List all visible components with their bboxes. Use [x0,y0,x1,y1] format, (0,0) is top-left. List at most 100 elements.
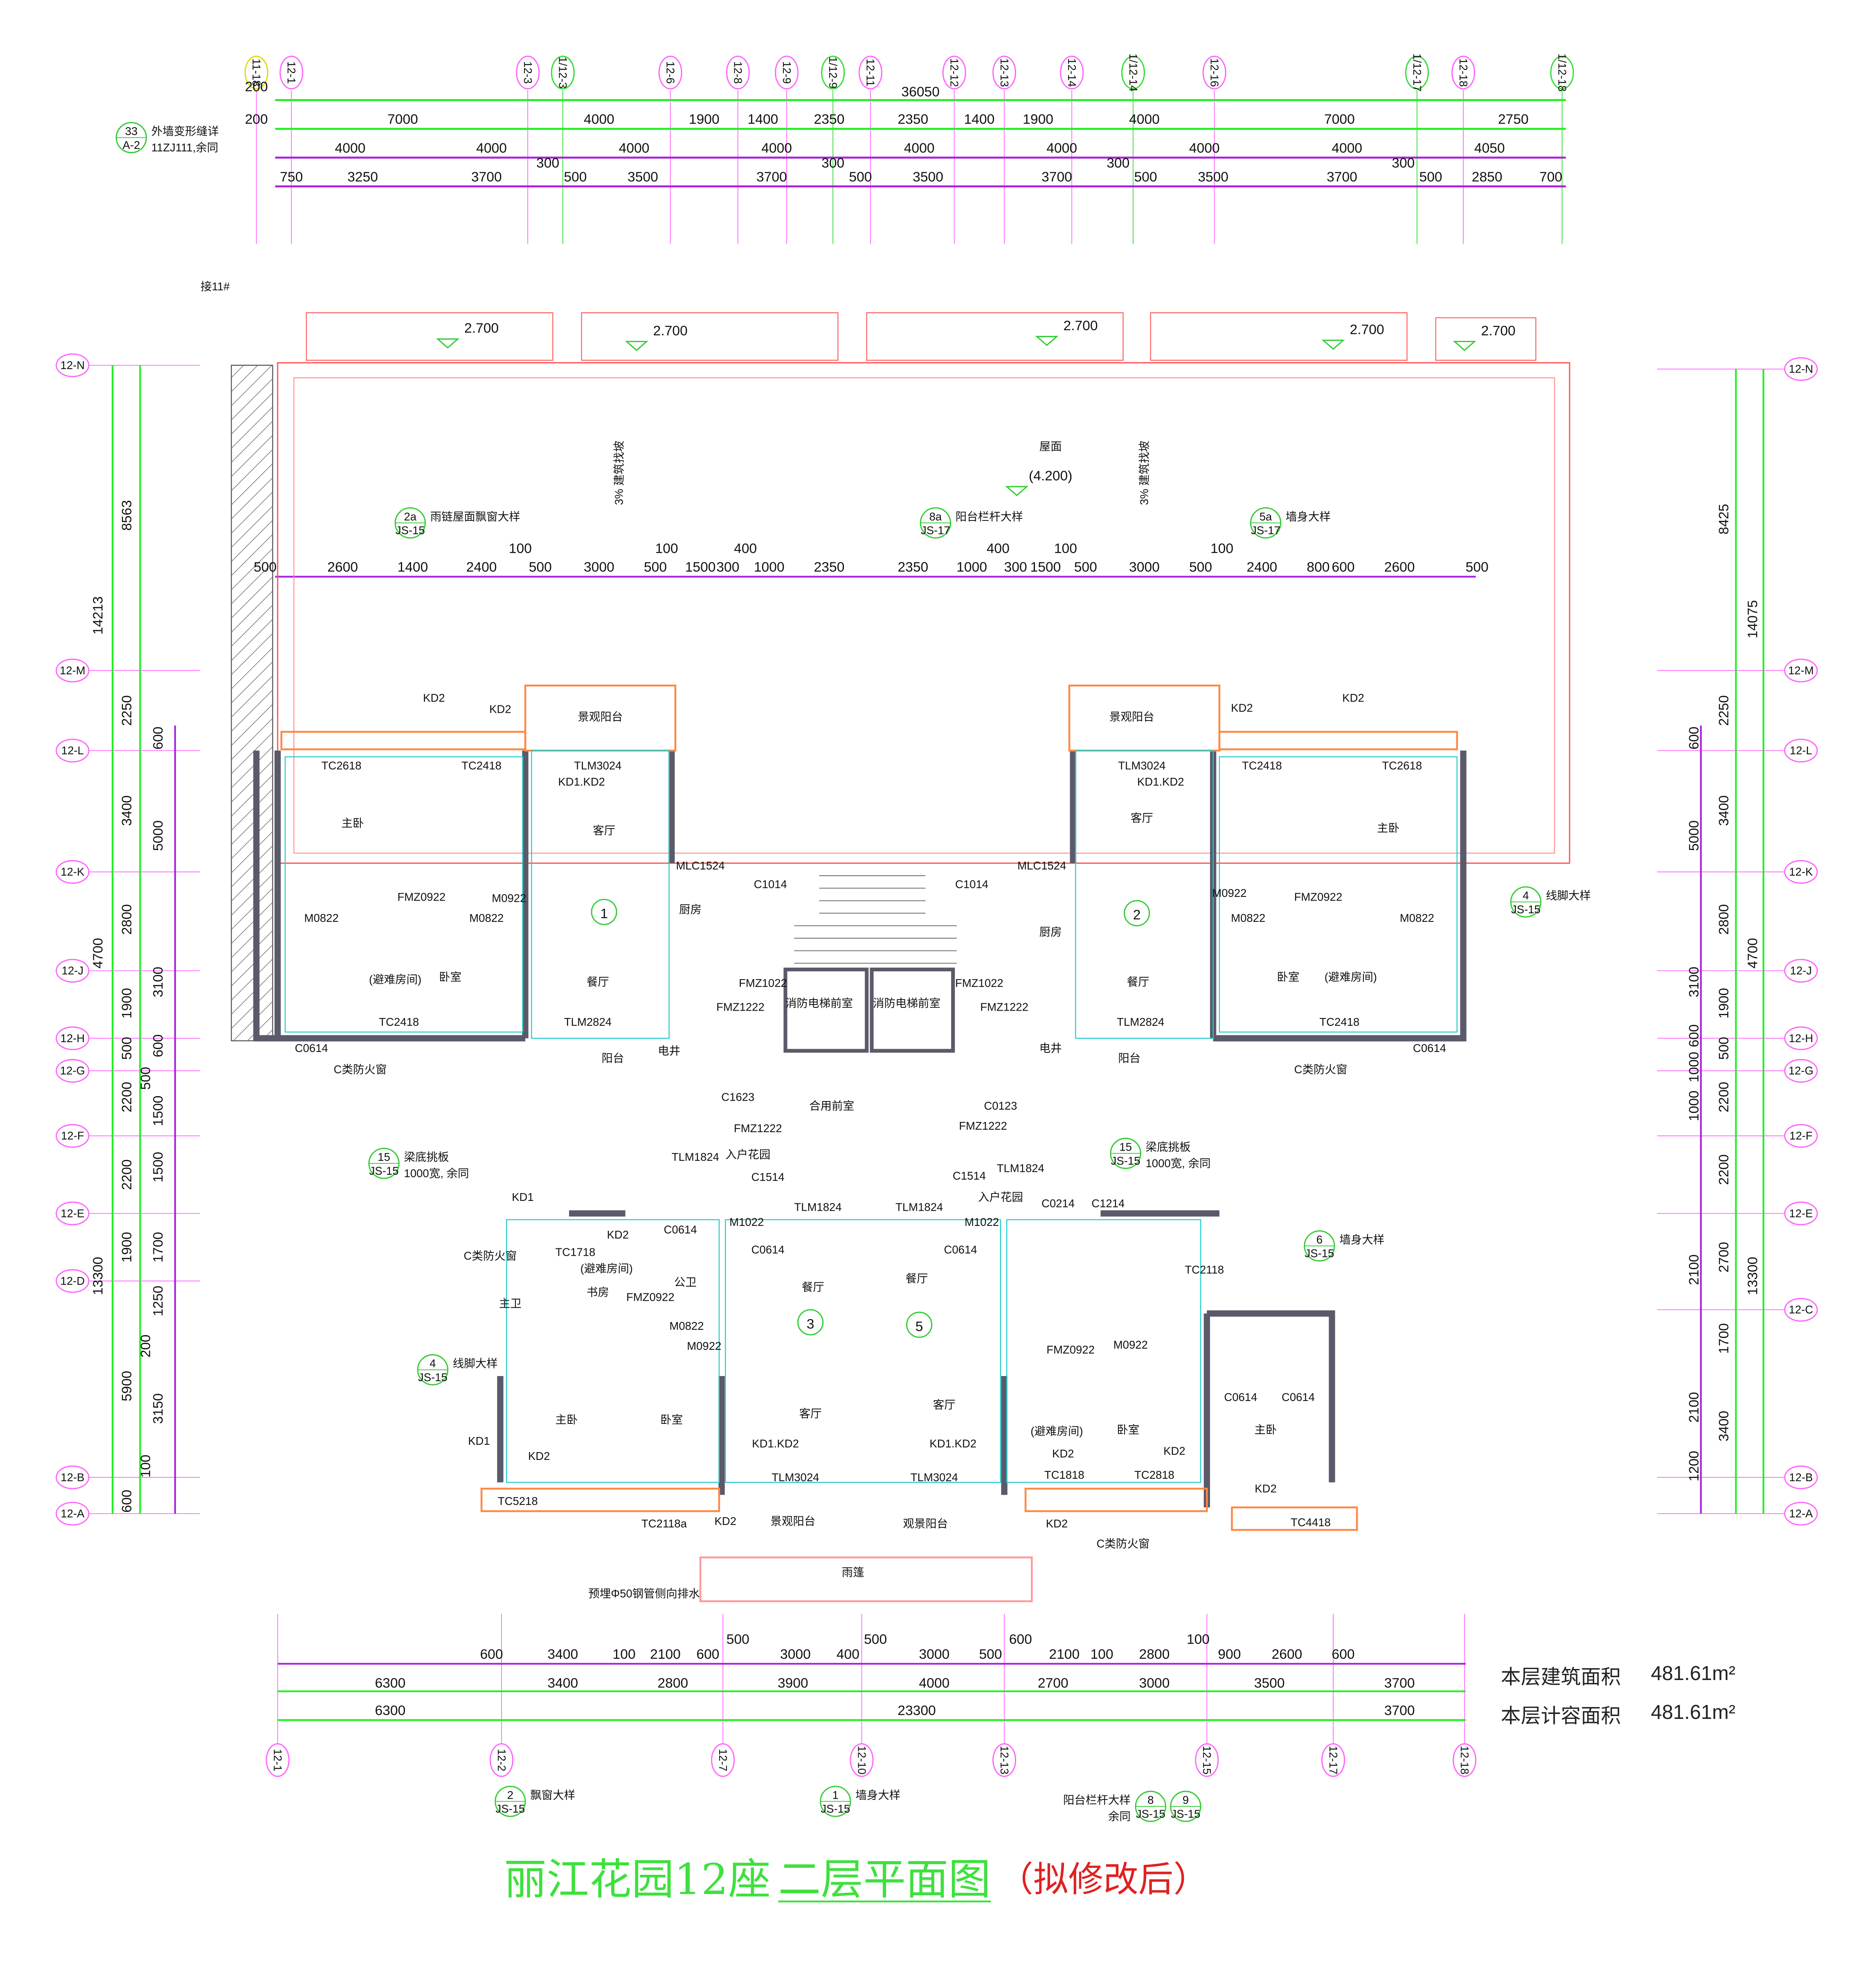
left-dimension-text: 2250 [119,695,135,726]
dimension-text: 500 [1419,169,1442,185]
dimension-text: 4000 [619,141,650,156]
room-label: 阳台 [602,1052,624,1065]
axis-label: 12-D [61,1275,85,1287]
axis-label: 12-H [61,1032,85,1045]
axis-bubble [1784,357,1818,381]
roof-dimension-text: 2350 [898,560,928,575]
component-code: FMZ1222 [980,1000,1028,1013]
component-code: KD2 [1342,691,1364,704]
note-text: 预埋Φ50钢管侧向排水 [588,1587,700,1600]
right-dimension-text: 2100 [1687,1255,1702,1285]
axis-label: 12-17 [1327,1746,1340,1774]
left-dimension-text: 1500 [151,1095,166,1126]
dimension-text: 300 [536,156,559,171]
detail-callout-sheet: JS-15 [821,1802,850,1815]
component-code: TLM1824 [672,1151,719,1163]
component-code: KD2 [1255,1482,1277,1495]
bottom-dimension-text: 2700 [1038,1676,1068,1691]
bottom-dimension-text: 2800 [657,1676,688,1691]
dimension-text: 500 [564,169,587,185]
axis-label: 12-8 [732,61,745,84]
room-label: 入户花园 [725,1148,770,1161]
note-text: C类防火窗 [1294,1063,1347,1076]
axis-label: 12-7 [717,1749,729,1771]
component-code: M0822 [304,912,339,924]
component-code: C0614 [295,1042,328,1054]
unit-number: 5 [916,1319,923,1334]
axis-bubble [56,860,90,884]
right-dimension-text: 1900 [1716,988,1732,1019]
roof-dimension-text: 100 [655,541,678,556]
room-label: 卧室 [1277,971,1300,983]
dimension-text: 4050 [1474,141,1505,156]
dimension-text: 200 [245,112,268,127]
component-code: MLC1524 [1017,859,1066,872]
left-dimension-text: 1700 [151,1232,166,1263]
dimension-text: 4000 [1129,112,1160,127]
elevation-mark: 2.700 [1350,322,1384,337]
room-label: 消防电梯前室 [785,997,853,1009]
dimension-text: 7000 [1324,112,1355,127]
axis-label: 12-J [1790,964,1812,977]
bottom-dimension-text: 6300 [375,1676,405,1691]
wall [1207,1310,1335,1482]
note-text: 接11# [200,280,230,293]
component-code: FMZ1022 [739,977,787,989]
component-code: C0614 [1282,1391,1315,1403]
drawing-title: 丽江花园12座 [504,1855,771,1904]
detail-callout-text: 11ZJ111,余同 [151,141,218,154]
dimension-text: 300 [1107,156,1129,171]
roof-dimension-text: 1500 [1030,560,1061,575]
dimension-text: 4000 [761,141,792,156]
detail-callout-sheet: JS-15 [396,524,425,536]
canopy [699,1556,1033,1602]
bottom-dimension-text: 100 [1090,1647,1113,1662]
axis-label: 12-11 [864,59,877,86]
room-label: 客厅 [933,1399,956,1411]
right-dimension-text: 4700 [1746,938,1761,968]
axis-label: 12-L [61,744,84,757]
bay-window [1231,1506,1358,1531]
component-code: M0822 [669,1320,704,1332]
dimension-text: 7000 [387,112,418,127]
axis-label: 12-B [61,1471,84,1484]
axis-bubble [1784,1502,1818,1526]
bottom-dimension-text: 2600 [1272,1647,1302,1662]
component-code: KD2 [528,1450,550,1462]
component-code: TC2418 [1319,1016,1359,1028]
axis-bubble [1784,1465,1818,1489]
component-code: KD1 [512,1191,534,1203]
roof-dimension-text: 600 [1332,560,1355,575]
component-code: FMZ1222 [734,1122,782,1135]
axis-label: 12-B [1789,1471,1813,1484]
axis-bubble [1784,1124,1818,1148]
detail-callout-sheet: JS-17 [1251,524,1280,536]
room-label: 消防电梯前室 [873,997,940,1009]
drawing-title-underlined: 二层平面图 [778,1855,991,1904]
elevation-mark: 2.700 [1481,323,1516,338]
left-dimension-text: 1250 [151,1286,166,1316]
axis-bubble [1202,56,1226,90]
axis-bubble [711,1743,735,1777]
axis-label: 12-14 [1066,58,1078,87]
elevation-mark: (4.200) [1029,468,1073,484]
room-label: 电井 [658,1044,680,1057]
axis-bubble [516,56,540,90]
right-dimension-text: 500 [1716,1037,1732,1060]
left-dimension-text: 200 [138,1335,153,1358]
bay-window [1218,731,1458,750]
unit-number: 2 [1133,908,1141,923]
component-code: TLM3024 [574,759,621,772]
room-label: 餐厅 [587,975,609,988]
roof-label: 屋面 [1039,440,1062,453]
bottom-dimension-text: 500 [727,1632,749,1647]
axis-label: 12-1 [285,61,298,84]
roof-dimension-text: 500 [1466,560,1489,575]
axis-label: 12-13 [998,58,1011,87]
component-code: M0922 [492,892,526,904]
axis-bubble [1784,739,1818,763]
dimension-text: 300 [821,156,844,171]
dimension-text: 2350 [814,112,845,127]
bottom-dimension-text: 3700 [1384,1676,1415,1691]
